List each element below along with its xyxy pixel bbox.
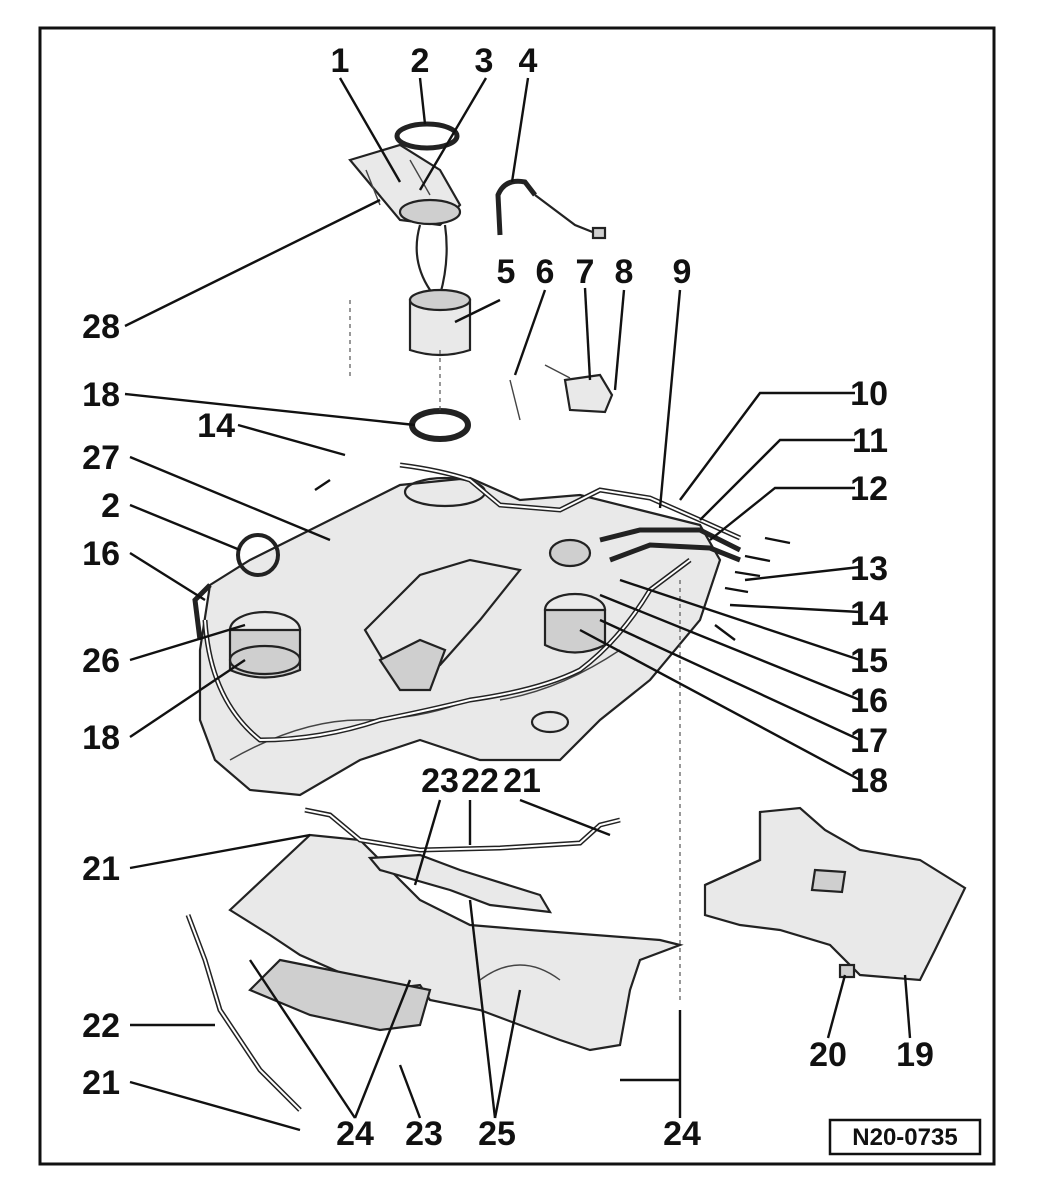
callout-16-right: 16	[850, 682, 888, 720]
valve-7-8	[509, 364, 614, 421]
callout-16-left: 16	[82, 535, 120, 573]
callout-12: 12	[850, 470, 888, 508]
callout-22-left: 22	[82, 1007, 120, 1045]
callout-13: 13	[850, 550, 888, 588]
callout-18-top: 18	[82, 376, 120, 414]
callout-22-top: 22	[461, 762, 499, 800]
callout-10: 10	[850, 375, 888, 413]
detail-view	[703, 806, 967, 982]
seal-ring-top	[394, 121, 460, 151]
callout-8: 8	[615, 253, 634, 291]
callout-4: 4	[519, 42, 538, 80]
callout-11: 11	[852, 422, 888, 460]
callout-21-bottom: 21	[82, 1064, 120, 1102]
callout-23-bottom: 23	[405, 1115, 443, 1153]
callout-25: 25	[478, 1115, 516, 1153]
fuel-pump-assembly	[348, 143, 472, 357]
figure-code-text: N20-0735	[852, 1124, 957, 1151]
callout-27: 27	[82, 439, 120, 477]
callout-7: 7	[576, 253, 595, 291]
suction-jet-pump	[543, 538, 607, 654]
strap-upper	[304, 807, 621, 853]
callout-6: 6	[536, 253, 555, 291]
callout-15: 15	[850, 642, 888, 680]
callout-21-left: 21	[82, 850, 120, 888]
callout-17: 17	[850, 722, 888, 760]
callout-26: 26	[82, 642, 120, 680]
callout-9: 9	[673, 253, 692, 291]
leader-lines	[124, 77, 912, 1132]
hose-4	[495, 178, 607, 240]
heat-shield	[228, 833, 684, 1052]
seal-ring-18-top	[409, 408, 471, 442]
callout-2: 2	[411, 42, 430, 80]
callout-3: 3	[475, 42, 494, 80]
callout-14-right: 14	[850, 595, 888, 633]
fuel-lines	[192, 462, 742, 743]
callout-14-left: 14	[197, 407, 235, 445]
callout-28: 28	[82, 308, 120, 346]
figure-code: N20-0735	[828, 1118, 982, 1156]
callout-18-left: 18	[82, 719, 120, 757]
callout-23-top: 23	[421, 762, 459, 800]
seal-ring-left	[236, 533, 280, 577]
flow-arrows	[314, 479, 791, 641]
callout-18-right: 18	[850, 762, 888, 800]
callout-1: 1	[331, 42, 350, 80]
callout-21-top: 21	[503, 762, 541, 800]
diagram-frame	[38, 26, 996, 1166]
callout-19: 19	[896, 1036, 934, 1074]
callout-24-right: 24	[663, 1115, 701, 1153]
level-sensor-26	[228, 610, 302, 679]
callout-5: 5	[497, 253, 516, 291]
callout-2-left: 2	[101, 487, 120, 525]
callout-20: 20	[809, 1036, 847, 1074]
callout-24-left: 24	[336, 1115, 374, 1153]
strap-lower	[185, 914, 302, 1112]
